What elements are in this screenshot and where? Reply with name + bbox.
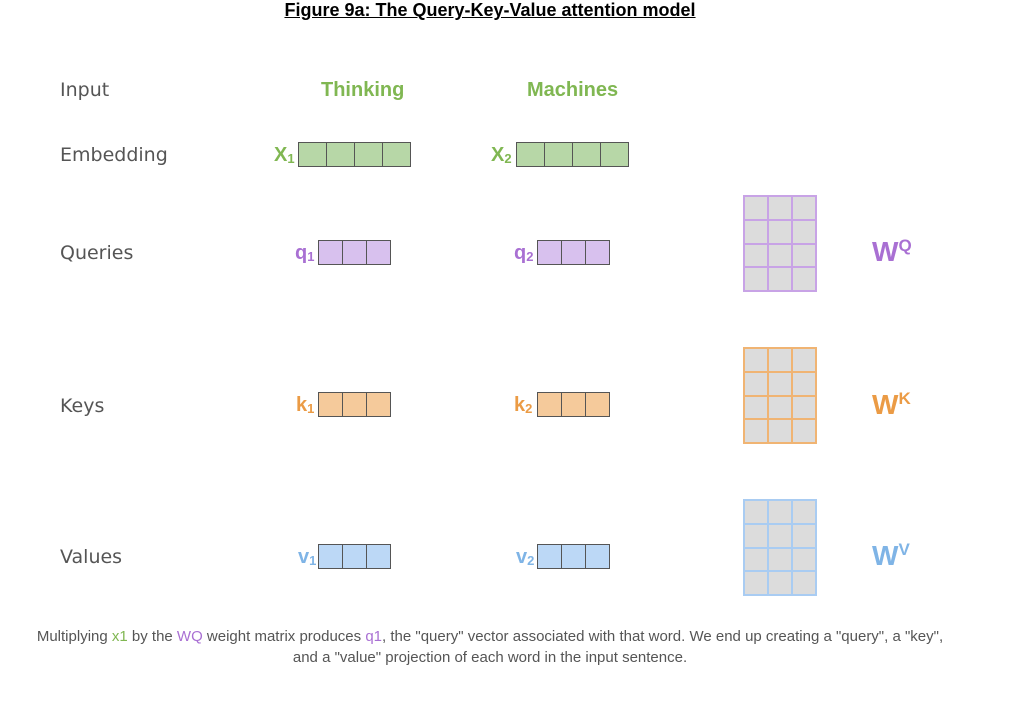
caption-line-1: Multiplying x1 by the WQ weight matrix p… bbox=[36, 628, 944, 645]
weight-matrix-wk bbox=[743, 347, 817, 444]
embedding-vector-x2 bbox=[516, 142, 629, 167]
symbol-x2: X2 bbox=[491, 144, 512, 166]
caption-wq: WQ bbox=[176, 628, 203, 645]
key-vector-k1 bbox=[318, 392, 391, 417]
value-vector-v1 bbox=[318, 544, 391, 569]
figure-title: Figure 9a: The Query-Key-Value attention… bbox=[284, 0, 696, 20]
symbol-v1: v1 bbox=[298, 546, 317, 568]
row-label-keys: Keys bbox=[60, 395, 105, 417]
input-word-machines: Machines bbox=[527, 79, 619, 101]
symbol-q2: q2 bbox=[514, 242, 534, 264]
row-label-embedding: Embedding bbox=[60, 144, 168, 166]
caption-q1: q1 bbox=[365, 628, 383, 645]
figure-caption: Multiplying x1 by the WQ weight matrix p… bbox=[0, 626, 980, 668]
query-vector-q2 bbox=[537, 240, 610, 265]
caption-line-2: and a "value" projection of each word in… bbox=[292, 649, 688, 666]
symbol-v2: v2 bbox=[516, 546, 535, 568]
weight-label-wq: WQ bbox=[872, 236, 912, 267]
key-vector-k2 bbox=[537, 392, 610, 417]
caption-x1: x1 bbox=[111, 628, 128, 645]
input-word-thinking: Thinking bbox=[321, 79, 405, 101]
symbol-x1: X1 bbox=[274, 144, 295, 166]
weight-matrix-wq bbox=[743, 195, 817, 292]
weight-label-wv: WV bbox=[872, 540, 910, 571]
query-vector-q1 bbox=[318, 240, 391, 265]
row-label-input: Input bbox=[60, 79, 110, 101]
symbol-q1: q1 bbox=[295, 242, 315, 264]
row-label-values: Values bbox=[60, 546, 123, 568]
row-label-queries: Queries bbox=[60, 242, 134, 264]
weight-matrix-wv bbox=[743, 499, 817, 596]
symbol-k1: k1 bbox=[296, 394, 315, 416]
embedding-vector-x1 bbox=[298, 142, 411, 167]
value-vector-v2 bbox=[537, 544, 610, 569]
weight-label-wk: WK bbox=[872, 389, 911, 420]
symbol-k2: k2 bbox=[514, 394, 533, 416]
